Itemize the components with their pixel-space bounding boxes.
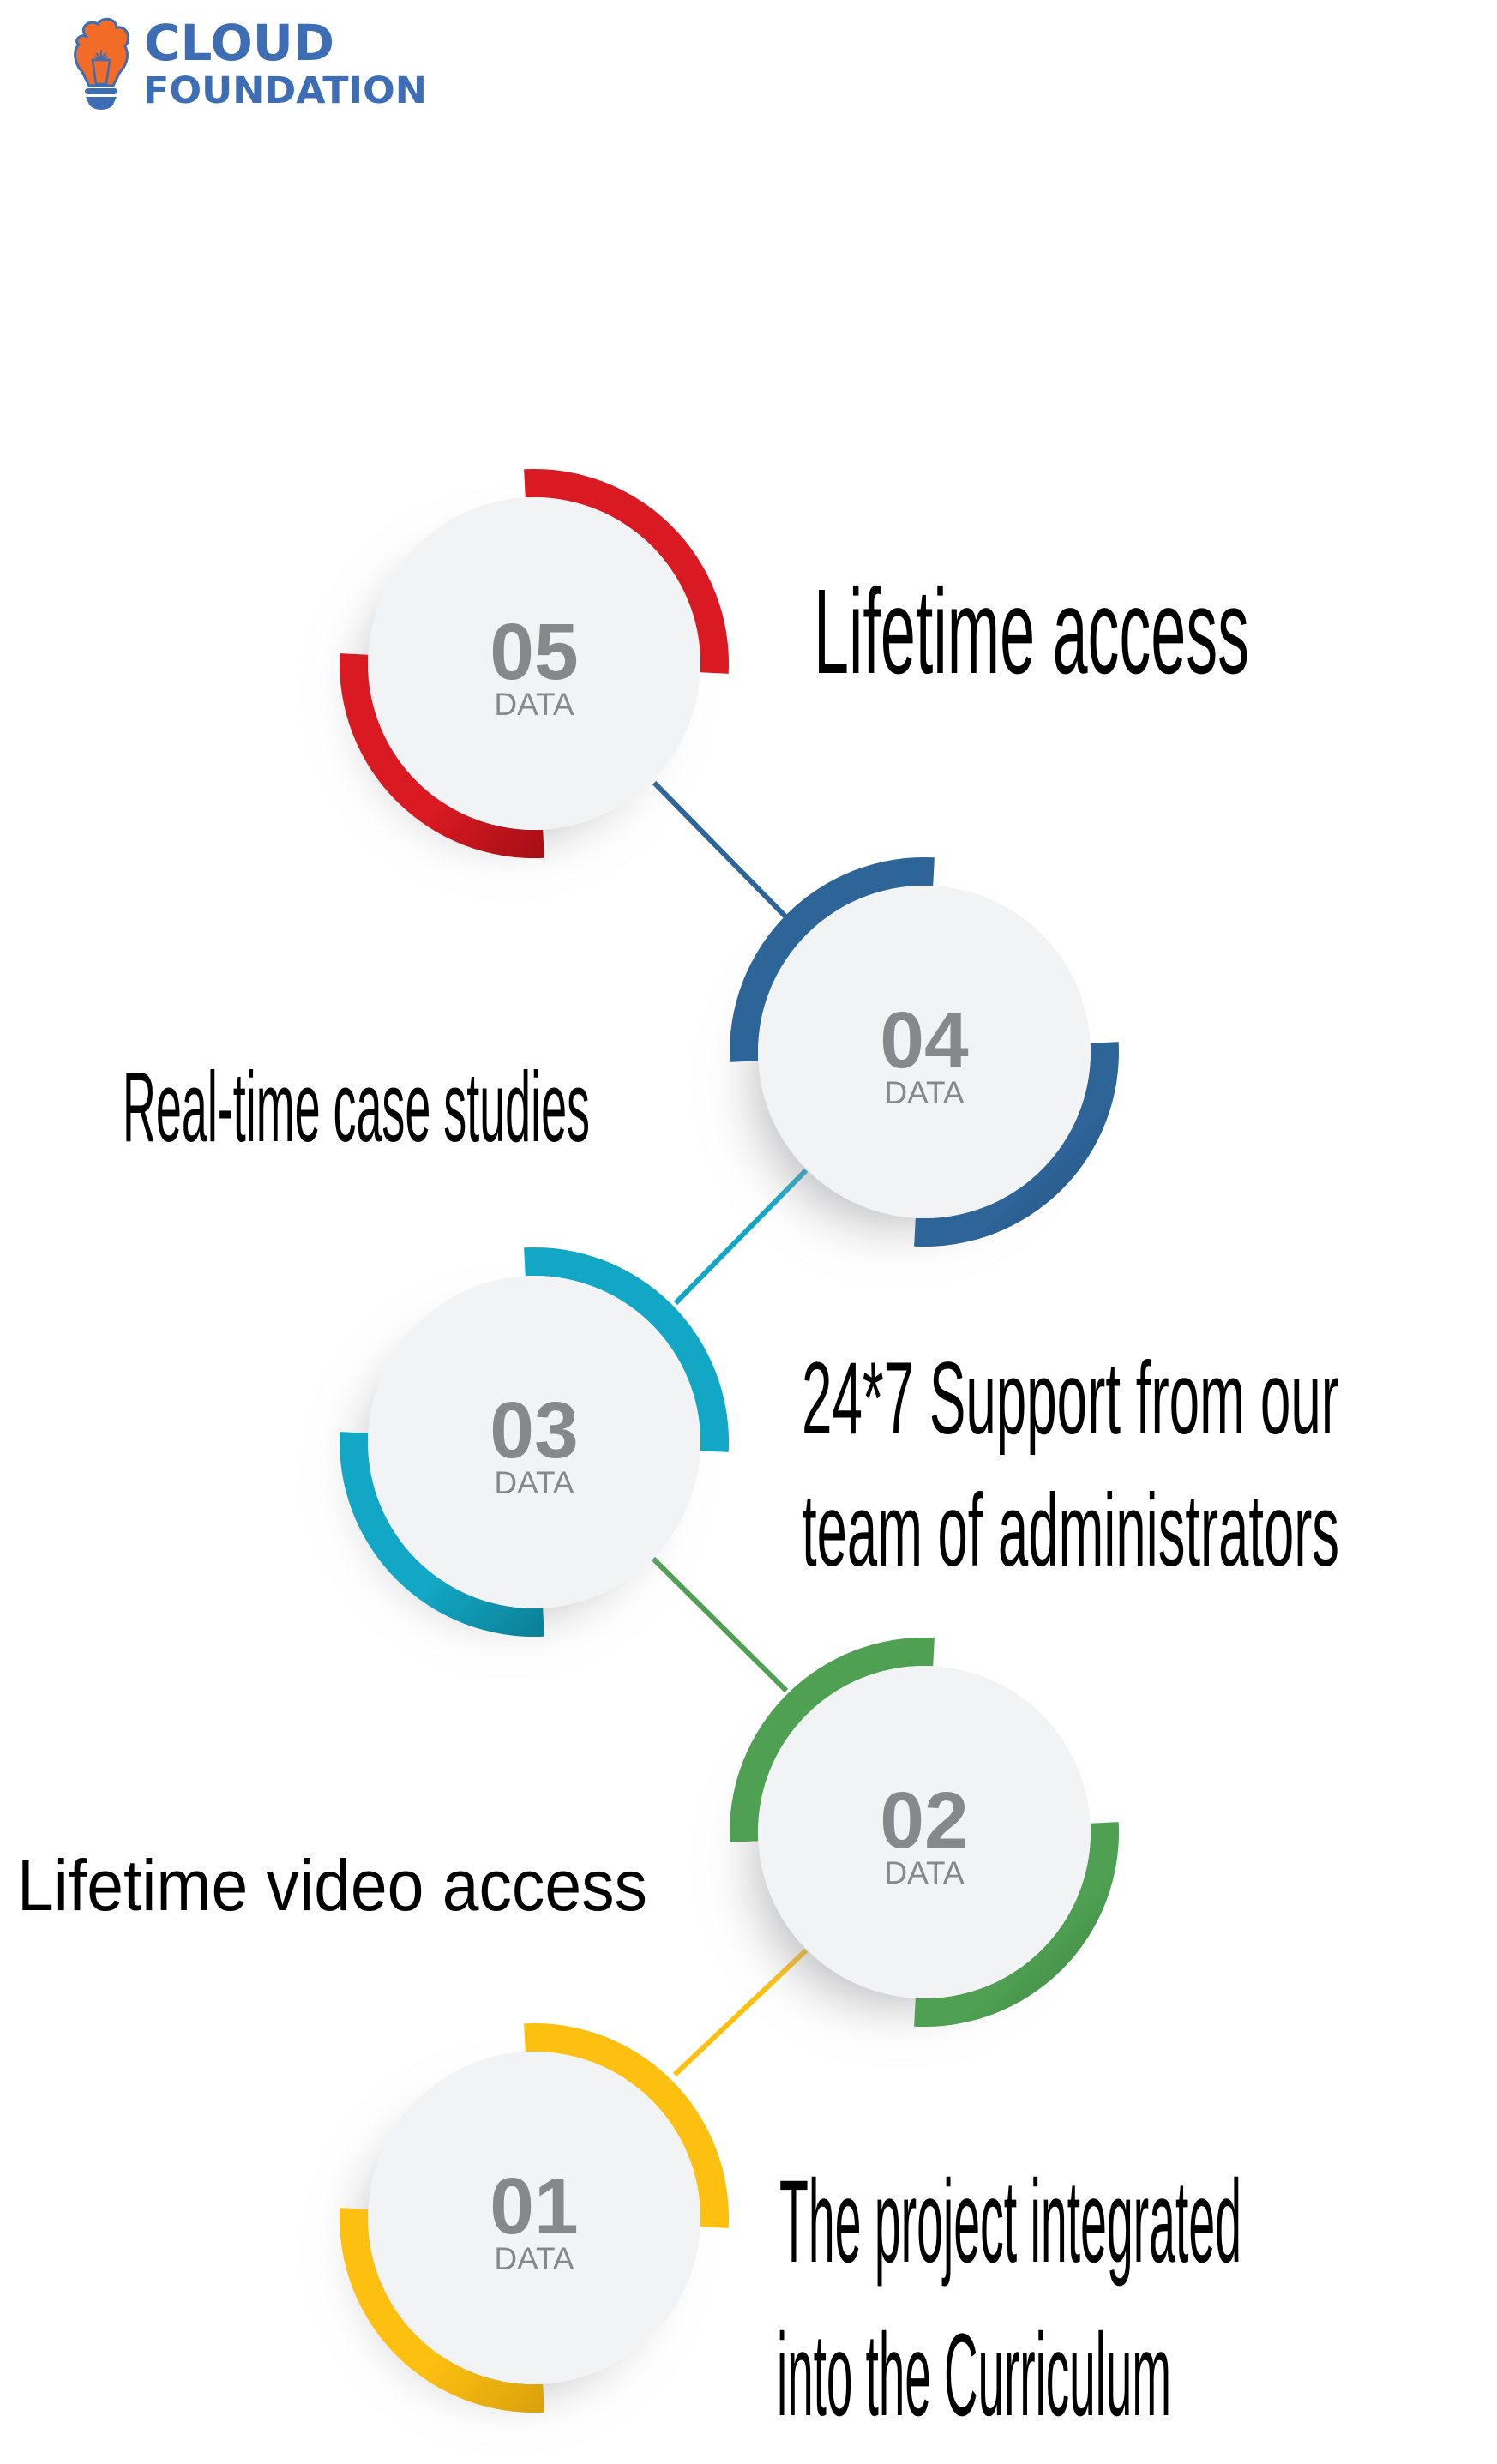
step-number: 04 bbox=[880, 995, 969, 1085]
connector-line bbox=[652, 780, 791, 922]
step-caption: DATA bbox=[494, 2241, 574, 2276]
step-caption: DATA bbox=[494, 1465, 574, 1500]
progress-arc bbox=[729, 856, 935, 1062]
progress-arc bbox=[524, 2022, 730, 2228]
progress-arc bbox=[729, 1637, 935, 1842]
brand-logo: CLOUD FOUNDATION bbox=[74, 14, 427, 112]
progress-arc bbox=[524, 468, 730, 674]
step-disc bbox=[758, 886, 1091, 1218]
step-disc bbox=[368, 1276, 700, 1608]
brand-name-line2: FOUNDATION bbox=[143, 69, 427, 112]
step-number: 05 bbox=[490, 607, 578, 696]
step-number: 03 bbox=[490, 1385, 578, 1475]
label-step-05: Lifetime access bbox=[814, 563, 1249, 699]
step-caption: DATA bbox=[884, 1855, 965, 1890]
step-disc bbox=[368, 2052, 700, 2384]
label-step-03-line1: 24*7 Support from our bbox=[802, 1341, 1339, 1456]
step-number: 02 bbox=[880, 1776, 968, 1865]
label-step-02: Lifetime video access bbox=[17, 1845, 647, 1926]
lightbulb-icon bbox=[74, 17, 130, 110]
brand-name-line1: CLOUD bbox=[144, 14, 334, 72]
progress-arc bbox=[339, 1432, 544, 1638]
step-number: 01 bbox=[490, 2161, 578, 2251]
progress-arc bbox=[914, 1042, 1120, 1247]
step-labels: Lifetime access Real-time case studies 2… bbox=[17, 563, 1339, 2441]
label-step-04: Real-time case studies bbox=[123, 1051, 590, 1163]
step-disc bbox=[758, 1666, 1091, 1998]
progress-arc bbox=[339, 653, 544, 859]
progress-arc bbox=[339, 2208, 544, 2413]
label-step-01-line2: into the Curriculum bbox=[777, 2310, 1171, 2441]
progress-arc bbox=[524, 1247, 730, 1452]
label-step-01-line1: The project integrated bbox=[779, 2156, 1241, 2287]
label-step-03-line2: team of administrators bbox=[802, 1473, 1339, 1588]
step-disc bbox=[368, 497, 700, 830]
step-caption: DATA bbox=[494, 687, 574, 722]
connector-line bbox=[651, 1556, 789, 1693]
progress-arc bbox=[914, 1822, 1120, 2028]
step-caption: DATA bbox=[884, 1075, 965, 1110]
